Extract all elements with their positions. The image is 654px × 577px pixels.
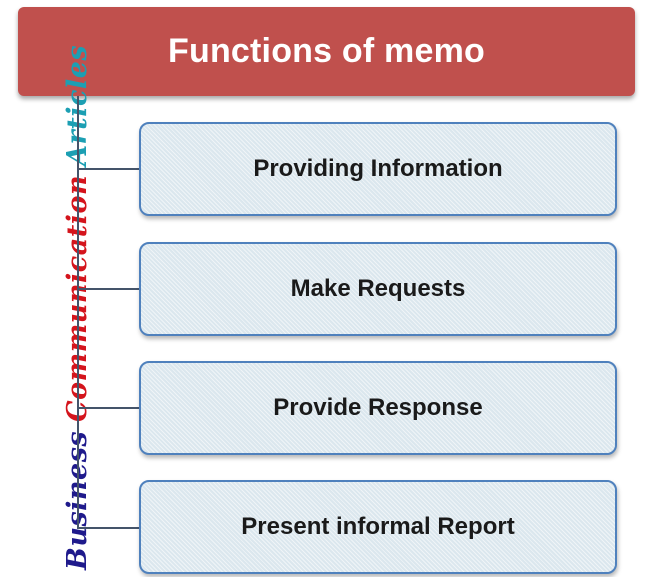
- function-node-providing-information: Providing Information: [139, 122, 617, 216]
- function-node-label: Make Requests: [290, 275, 466, 302]
- function-node-label: Present informal Report: [241, 513, 515, 540]
- connector-trunk: [77, 96, 79, 529]
- connector-branch-1: [77, 168, 139, 170]
- function-node-label: Providing Information: [253, 155, 503, 182]
- function-node-present-informal-report: Present informal Report: [139, 480, 617, 574]
- function-node-make-requests: Make Requests: [139, 242, 617, 336]
- diagram-title-box: Functions of memo: [18, 7, 635, 96]
- connector-branch-2: [77, 288, 139, 290]
- connector-branch-3: [77, 407, 139, 409]
- function-node-provide-response: Provide Response: [139, 361, 617, 455]
- diagram-title: Functions of memo: [168, 32, 485, 70]
- connector-branch-4: [77, 527, 139, 529]
- function-node-label: Provide Response: [273, 394, 483, 421]
